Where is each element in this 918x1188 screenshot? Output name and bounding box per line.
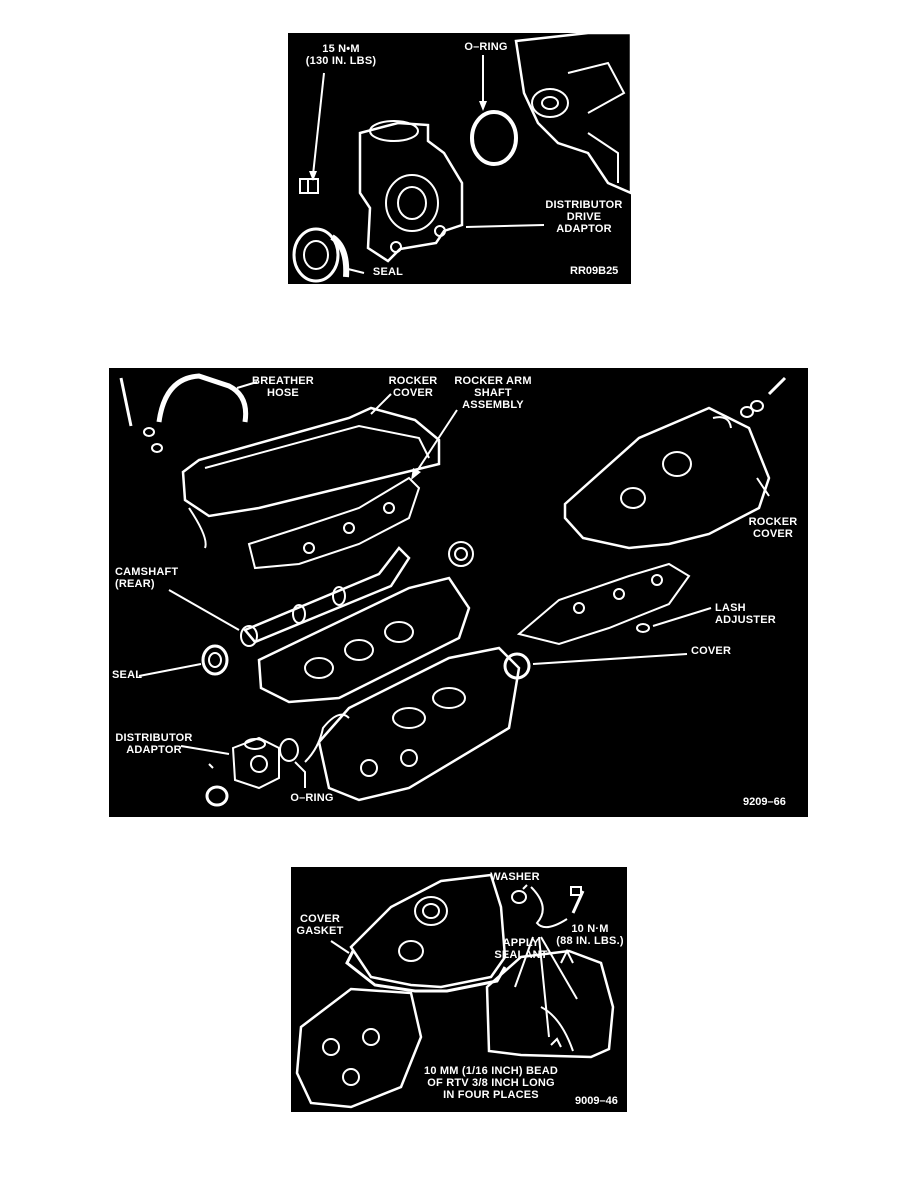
- bead-label: 10 mm (1/16 INCH) BEAD OF RTV 3/8 INCH L…: [424, 1065, 558, 1101]
- distributor-adaptor-label: DISTRIBUTOR ADAPTOR: [115, 732, 193, 756]
- oring-label: O–RING: [464, 41, 508, 53]
- rocker-arm-shaft-label: ROCKER ARM SHAFT ASSEMBLY: [454, 375, 532, 411]
- torque-label: 15 N•m (130 IN. LBS): [305, 43, 377, 67]
- apply-sealant-label: APPLY SEALANT: [494, 937, 548, 961]
- adaptor-illustration: [292, 33, 631, 283]
- rocker-cover-right-label: ROCKER COVER: [748, 516, 798, 540]
- figure-cover-gasket-sealant: WASHER COVER GASKET 10 N·m (88 IN. LBS.)…: [291, 867, 627, 1112]
- figure-code: RR09B25: [570, 265, 619, 277]
- adaptor-label: DISTRIBUTOR DRIVE ADAPTOR: [545, 199, 623, 235]
- rocker-cover-left-label: ROCKER COVER: [388, 375, 438, 399]
- gasket-illustration: [295, 873, 615, 1109]
- washer-label: WASHER: [490, 871, 540, 883]
- figure-cylinder-head-exploded: BREATHER HOSE ROCKER COVER ROCKER ARM SH…: [109, 368, 808, 817]
- cover-label: COVER: [691, 645, 732, 657]
- exploded-illustration: [119, 373, 787, 807]
- torque-label: 10 N·m (88 IN. LBS.): [556, 923, 624, 947]
- figure-code: 9009–46: [575, 1095, 618, 1107]
- cover-gasket-label: COVER GASKET: [296, 913, 344, 937]
- figure-code: 9209–66: [743, 796, 786, 808]
- breather-hose-label: BREATHER HOSE: [252, 375, 314, 399]
- seal-label: SEAL: [372, 266, 404, 278]
- lash-adjuster-label: LASH ADJUSTER: [715, 602, 776, 626]
- camshaft-label: CAMSHAFT (REAR): [115, 566, 179, 590]
- seal-label: SEAL: [112, 669, 143, 681]
- oring-label: O–RING: [290, 792, 334, 804]
- figure-distributor-drive-adaptor: 15 N•m (130 IN. LBS) O–RING DISTRIBUTOR …: [288, 33, 631, 284]
